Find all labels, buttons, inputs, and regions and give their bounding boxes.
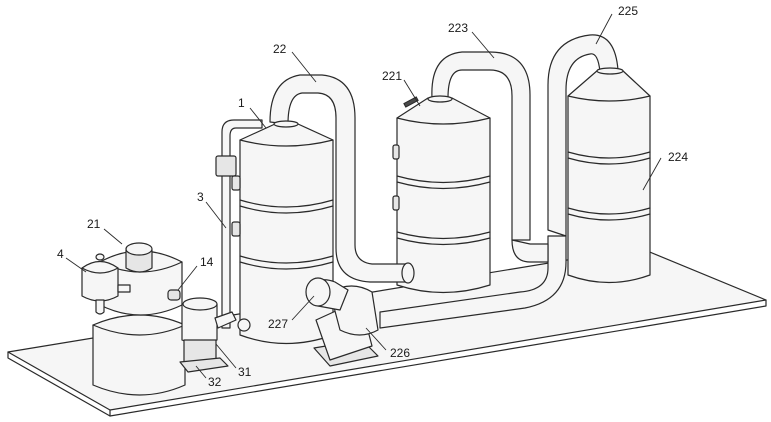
label-1: 1 (238, 96, 245, 110)
leader-1 (249, 107, 267, 129)
leader-221 (403, 79, 421, 107)
label-22: 22 (273, 42, 287, 56)
label-225: 225 (618, 4, 638, 18)
leader-223 (471, 31, 495, 59)
vessel-4 (81, 253, 131, 315)
label-4: 4 (57, 247, 64, 261)
label-3: 3 (197, 190, 204, 204)
label-14: 14 (200, 255, 214, 269)
leader-22 (291, 51, 317, 83)
label-226: 226 (390, 346, 410, 360)
tank-21 (92, 242, 186, 396)
label-221: 221 (382, 69, 402, 83)
leader-4 (65, 257, 87, 273)
label-227: 227 (268, 317, 288, 331)
pump-31 (179, 297, 237, 373)
blower-226 (305, 277, 379, 367)
label-31: 31 (238, 365, 252, 379)
leader-226 (365, 327, 387, 351)
leader-224 (642, 157, 662, 191)
tower-221 (392, 95, 491, 294)
label-32: 32 (208, 375, 222, 389)
label-21: 21 (87, 217, 101, 231)
leader-225 (595, 13, 613, 45)
pipe-3 (215, 119, 263, 332)
tower-1 (239, 120, 334, 345)
leader-31 (215, 343, 237, 369)
labels: 1 3 4 14 21 22 31 32 221 223 224 225 226… (57, 4, 688, 389)
duct-22 (269, 74, 415, 284)
leader-32 (195, 365, 207, 379)
label-223: 223 (448, 21, 468, 35)
leader-21 (103, 228, 123, 245)
leader-227 (291, 295, 315, 321)
label-224: 224 (668, 150, 688, 164)
leader-3 (205, 201, 227, 229)
duct-223 (431, 51, 549, 263)
tower-224 (567, 67, 651, 284)
leader-14 (177, 265, 198, 291)
